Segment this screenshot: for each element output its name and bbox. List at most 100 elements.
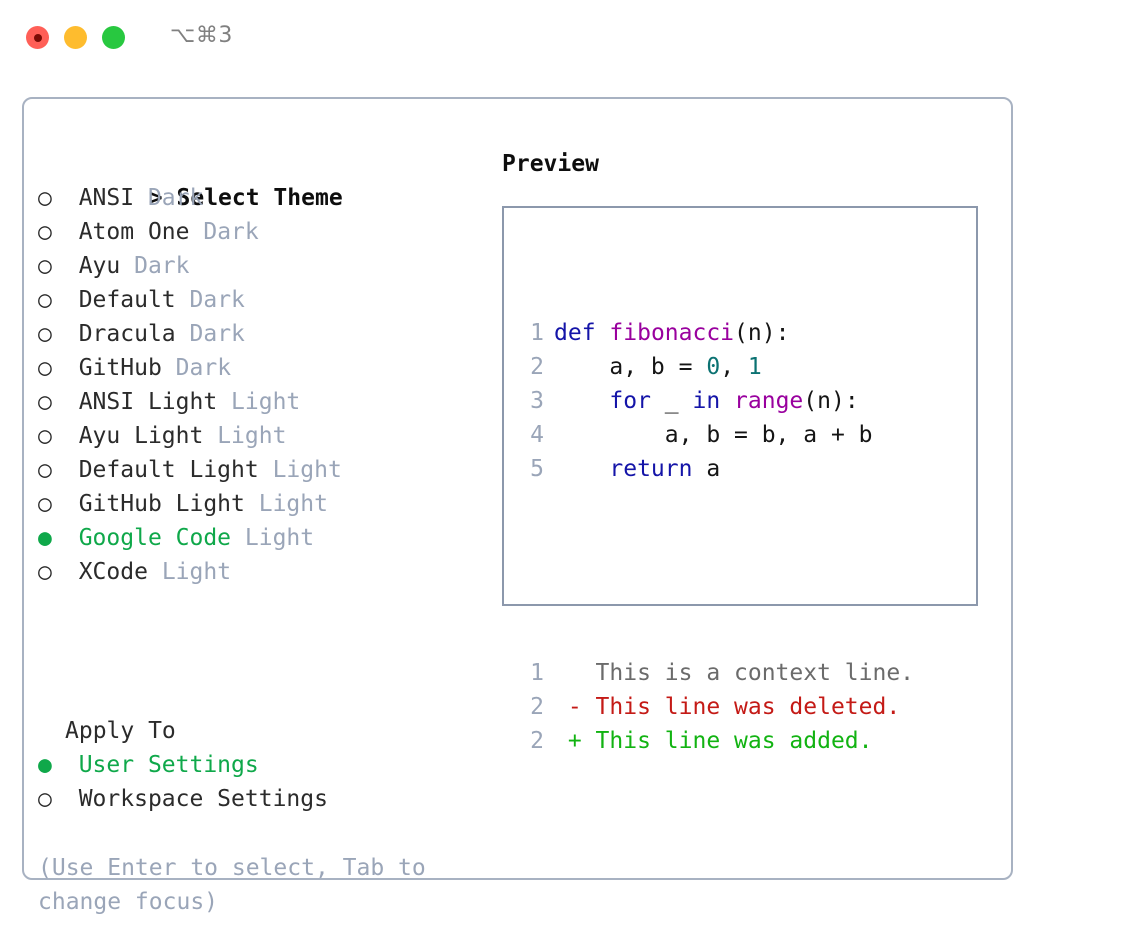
spacer: [51, 491, 79, 517]
code-token: fibonacci: [609, 320, 735, 346]
diff-text: This line was deleted.: [595, 694, 901, 720]
spacer: [176, 287, 190, 313]
theme-option-dracula[interactable]: ○ Dracula Dark: [38, 317, 488, 351]
code-line: 3 for _ in range(n):: [520, 384, 914, 418]
radio-unselected-icon: ○: [38, 219, 52, 245]
select-theme-title: Select Theme: [176, 185, 343, 211]
radio-selected-icon: ●: [38, 525, 52, 551]
line-number: 2: [530, 728, 544, 754]
radio-unselected-icon: ○: [38, 786, 52, 812]
theme-variant-badge: Light: [258, 491, 328, 517]
theme-option-ansi[interactable]: ○ ANSI Dark: [38, 181, 488, 215]
spacer: [51, 423, 79, 449]
radio-unselected-icon: ○: [38, 559, 52, 585]
select-theme-header: > Select Theme: [38, 147, 488, 211]
theme-option-default[interactable]: ○ Default Dark: [38, 283, 488, 317]
code-token: a: [692, 456, 721, 482]
theme-option-label: Ayu: [78, 253, 121, 279]
theme-variant-badge: Light: [217, 423, 287, 449]
spacer: [203, 423, 217, 449]
close-window-icon[interactable]: [26, 26, 49, 49]
theme-option-google-code[interactable]: ● Google Code Light: [38, 521, 488, 555]
spacer: [189, 219, 203, 245]
theme-option-label: Default: [78, 287, 176, 313]
spacer: [51, 559, 79, 585]
theme-variant-badge: Dark: [203, 219, 259, 245]
spacer: [51, 253, 79, 279]
apply-to-options: ● User Settings○ Workspace Settings: [38, 748, 488, 816]
theme-variant-badge: Light: [161, 559, 232, 585]
code-token: _: [650, 388, 693, 414]
code-token: a, b =: [554, 354, 707, 380]
diff-lines: 1 This is a context line.2 - This line w…: [520, 656, 914, 758]
theme-option-label: Atom One: [78, 219, 190, 245]
line-number: 1: [530, 320, 544, 346]
main-panel: > Select Theme ○ ANSI Dark○ Atom One Dar…: [22, 97, 1013, 915]
code-token: range: [734, 388, 804, 414]
theme-variant-badge: Dark: [189, 321, 245, 347]
diff-line: 2 - This line was deleted.: [520, 690, 914, 724]
theme-option-label: Google Code: [78, 525, 232, 551]
code-token: ,: [720, 354, 748, 380]
traffic-lights: [26, 26, 125, 49]
apply-to-option-label: Workspace Settings: [78, 786, 328, 812]
spacer: [217, 389, 231, 415]
spacer: [51, 185, 79, 211]
spacer: [162, 355, 176, 381]
diff-line: 2 + This line was added.: [520, 724, 914, 758]
theme-option-ayu[interactable]: ○ Ayu Dark: [38, 249, 488, 283]
theme-option-label: XCode: [78, 559, 148, 585]
line-number: 1: [530, 660, 544, 686]
code-line: 2 a, b = 0, 1: [520, 350, 914, 384]
spacer: [51, 287, 79, 313]
spacer: [51, 752, 79, 778]
theme-option-default-light[interactable]: ○ Default Light Light: [38, 453, 488, 487]
line-number: 2: [530, 694, 544, 720]
theme-option-ansi-light[interactable]: ○ ANSI Light Light: [38, 385, 488, 419]
preview-title: Preview: [502, 151, 599, 177]
line-number: 5: [530, 456, 544, 482]
apply-to-option-workspace-settings[interactable]: ○ Workspace Settings: [38, 782, 488, 816]
radio-unselected-icon: ○: [38, 287, 52, 313]
apply-to-section: Apply To ● User Settings○ Workspace Sett…: [38, 714, 488, 816]
spacer: [120, 253, 134, 279]
theme-option-ayu-light[interactable]: ○ Ayu Light Light: [38, 419, 488, 453]
code-token: [554, 388, 609, 414]
spacer: [51, 389, 79, 415]
theme-option-github[interactable]: ○ GitHub Dark: [38, 351, 488, 385]
theme-option-atom-one[interactable]: ○ Atom One Dark: [38, 215, 488, 249]
theme-option-xcode[interactable]: ○ XCode Light: [38, 555, 488, 589]
theme-option-label: ANSI Light: [78, 389, 218, 415]
maximize-window-icon[interactable]: [102, 26, 125, 49]
code-token: (n):: [803, 388, 859, 414]
code-spacer: [520, 554, 914, 588]
theme-variant-badge: Light: [272, 457, 342, 483]
theme-variant-badge: Dark: [189, 287, 245, 313]
window-title: ⌥⌘3: [170, 23, 233, 48]
prompt-caret-icon: >: [148, 185, 163, 211]
apply-to-label: Apply To: [65, 718, 176, 744]
diff-marker: [554, 660, 596, 686]
theme-option-label: ANSI: [78, 185, 135, 211]
radio-unselected-icon: ○: [38, 389, 52, 415]
radio-unselected-icon: ○: [38, 491, 52, 517]
code-token: [596, 320, 610, 346]
theme-option-github-light[interactable]: ○ GitHub Light Light: [38, 487, 488, 521]
line-number: 4: [530, 422, 544, 448]
line-number: 3: [530, 388, 544, 414]
theme-variant-badge: Light: [244, 525, 315, 551]
apply-to-option-user-settings[interactable]: ● User Settings: [38, 748, 488, 782]
minimize-window-icon[interactable]: [64, 26, 87, 49]
theme-selector: > Select Theme ○ ANSI Dark○ Atom One Dar…: [38, 147, 488, 589]
theme-variant-badge: Dark: [147, 185, 204, 211]
code-line: 4 a, b = b, a + b: [520, 418, 914, 452]
spacer: [51, 321, 79, 347]
theme-variant-badge: Dark: [175, 355, 232, 381]
spacer: [51, 355, 79, 381]
radio-unselected-icon: ○: [38, 423, 52, 449]
code-token: in: [692, 388, 721, 414]
code-token: for: [609, 388, 651, 414]
